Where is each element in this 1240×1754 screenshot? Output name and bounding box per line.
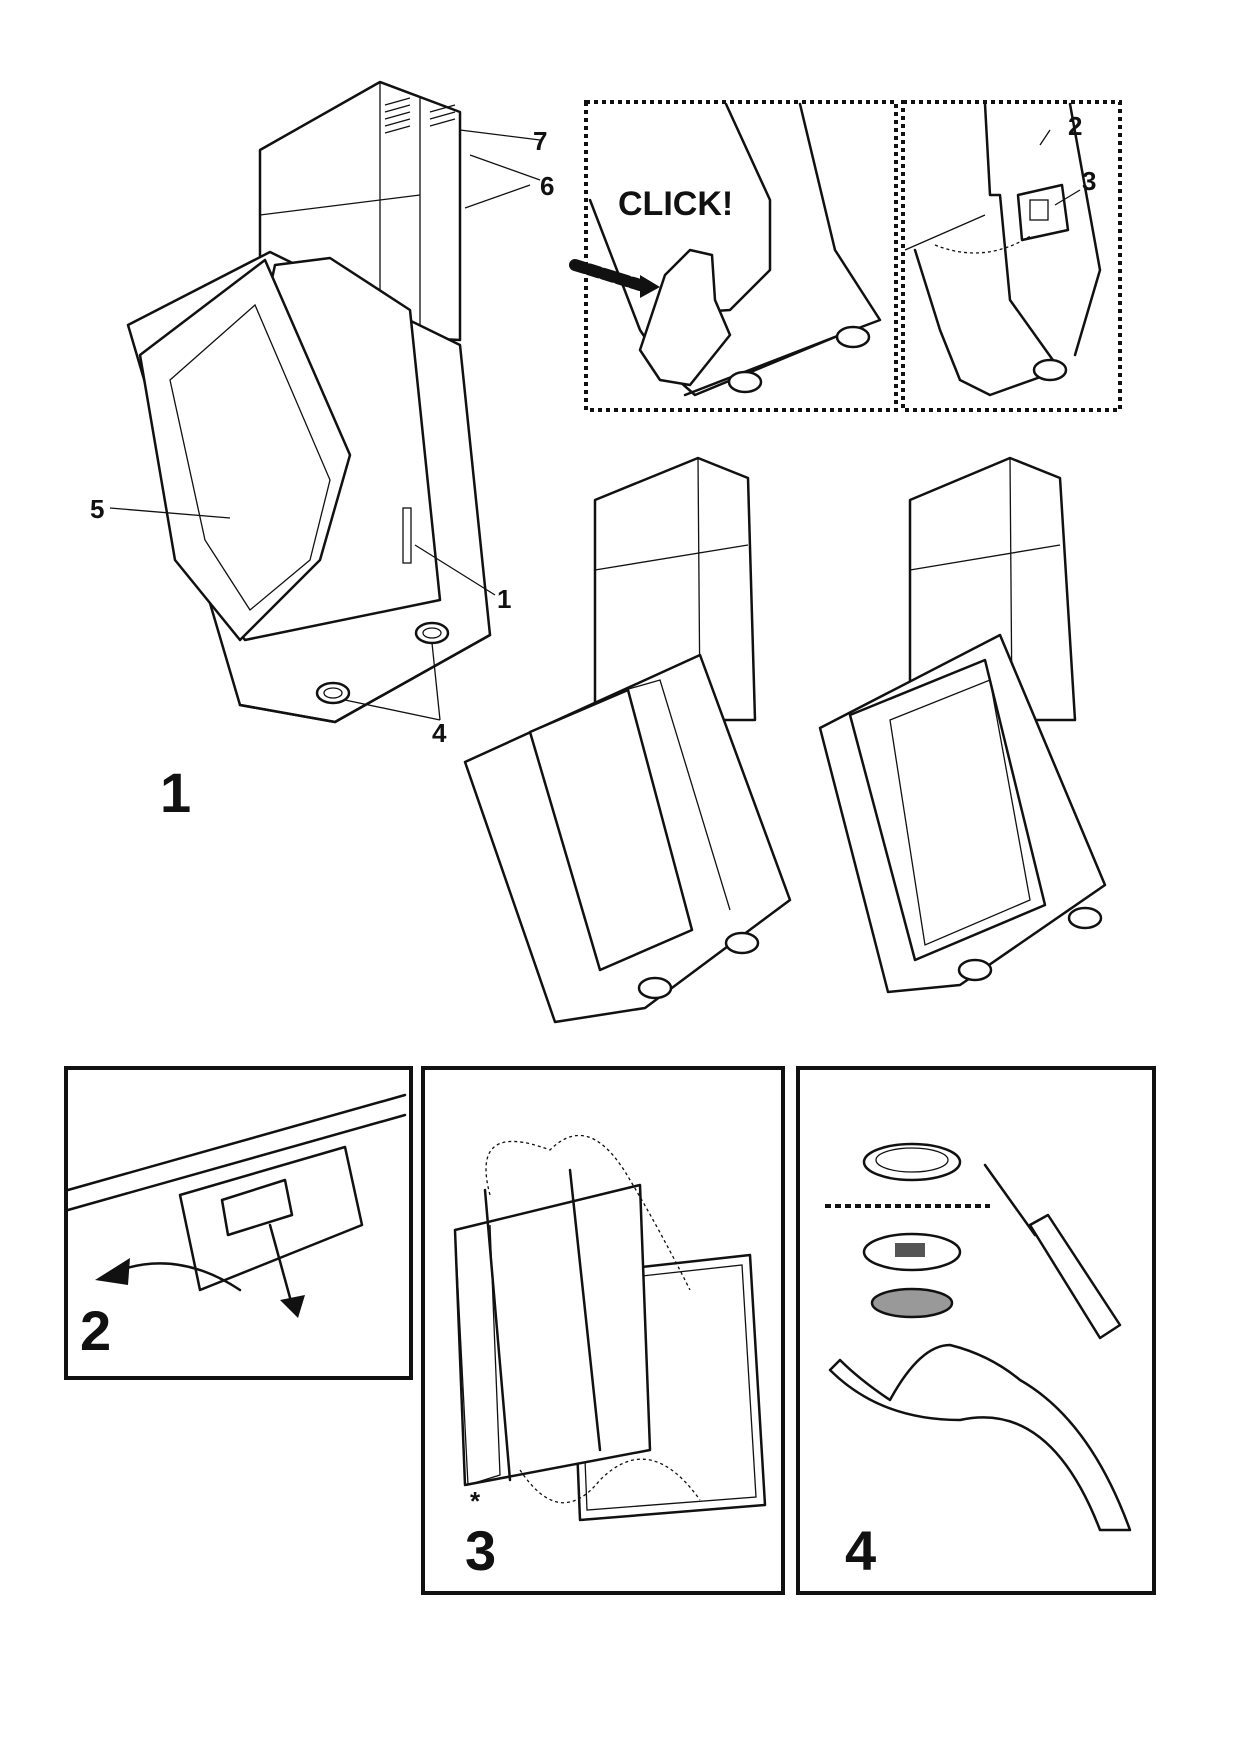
callout-7: 7	[533, 126, 547, 156]
panel-4	[796, 1066, 1156, 1595]
hood-variant-right	[818, 456, 1107, 994]
hood-variant-left	[463, 456, 792, 1024]
open-hand-icon	[828, 1343, 1132, 1532]
step-number-3: 3	[465, 1519, 496, 1582]
asterisk-marker: *	[470, 1486, 481, 1516]
callout-2: 2	[1068, 111, 1082, 141]
vent-slots	[384, 97, 456, 134]
click-label: CLICK!	[618, 185, 733, 223]
callout-3: 3	[1082, 166, 1096, 196]
callout-6: 6	[540, 171, 554, 201]
screwdriver-icon	[983, 1163, 1037, 1237]
callout-4: 4	[432, 718, 447, 748]
hood-main-drawing	[109, 80, 541, 724]
callout-5: 5	[90, 494, 104, 524]
step-number-1: 1	[160, 761, 191, 824]
hand-icon	[638, 248, 732, 387]
click-inset	[569, 100, 1122, 412]
panel-2	[64, 1066, 413, 1380]
panel-3	[421, 1066, 785, 1595]
step-number-2: 2	[80, 1299, 111, 1362]
step-number-4: 4	[845, 1519, 876, 1582]
callout-1: 1	[497, 584, 511, 614]
